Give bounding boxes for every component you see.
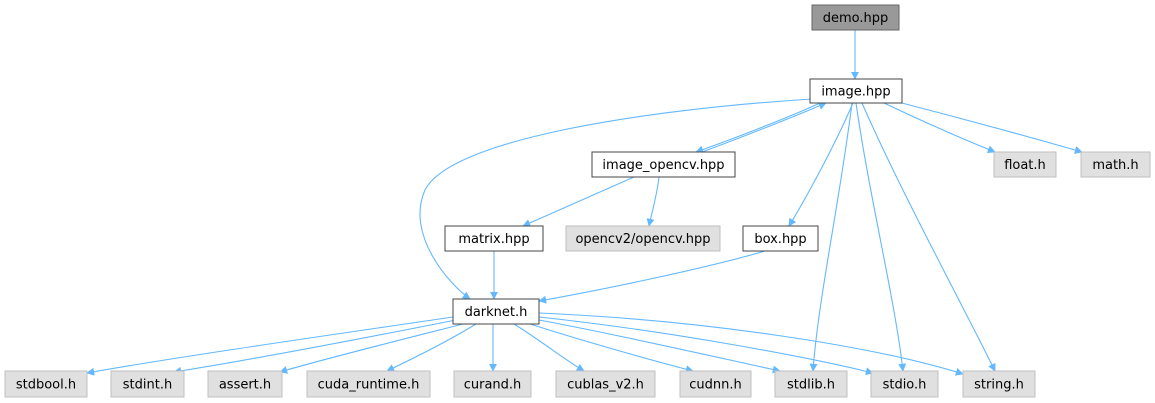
edge-image_opencv_hpp-to-image_hpp xyxy=(701,102,827,153)
edge-box_hpp-to-darknet_h xyxy=(538,250,766,304)
node-image-opencv-hpp[interactable]: image_opencv.hpp xyxy=(591,151,736,178)
edges-layer xyxy=(86,30,1083,376)
edge-image_hpp-to-stdlib_h xyxy=(809,102,853,372)
node-box xyxy=(4,370,88,398)
node-box xyxy=(870,370,939,398)
edge-darknet_h-to-stdbool_h xyxy=(86,316,454,376)
edge-image_hpp-to-darknet_h xyxy=(419,98,813,300)
node-label: cudnn.h xyxy=(689,378,742,393)
edge-image_hpp-to-math_h xyxy=(897,101,1083,154)
node-label: string.h xyxy=(974,378,1024,393)
node-stdio-h: stdio.h xyxy=(870,370,939,398)
node-curand-h: curand.h xyxy=(453,370,532,398)
edge-image_hpp-to-string_h xyxy=(861,102,996,372)
node-box xyxy=(555,370,656,398)
edge-darknet_h-to-stdint_h xyxy=(173,319,457,375)
node-box xyxy=(565,225,721,252)
edge-image_hpp-to-float_h xyxy=(883,102,996,154)
edge-image_hpp-to-image_opencv_hpp xyxy=(695,102,821,154)
edge-darknet_h-to-cuda_runtime_h xyxy=(386,323,477,372)
node-cudnn-h: cudnn.h xyxy=(679,370,752,398)
node-opencv2-opencv-hpp: opencv2/opencv.hpp xyxy=(565,225,721,252)
node-box xyxy=(993,151,1057,178)
node-label: image.hpp xyxy=(821,85,890,100)
edge-image_hpp-to-stdio_h xyxy=(855,102,907,372)
node-string-h: string.h xyxy=(962,370,1036,398)
node-stdbool-h: stdbool.h xyxy=(4,370,88,398)
node-box xyxy=(679,370,752,398)
node-box xyxy=(110,370,185,398)
node-stdlib-h: stdlib.h xyxy=(774,370,848,398)
node-label: math.h xyxy=(1092,158,1138,173)
node-label: stdint.h xyxy=(123,378,172,393)
edge-image_opencv_hpp-to-opencv2_opencv_hpp xyxy=(646,176,660,227)
node-math-h: math.h xyxy=(1080,151,1151,178)
node-box xyxy=(809,78,903,104)
node-box xyxy=(742,225,819,252)
node-box xyxy=(811,4,900,31)
edge-darknet_h-to-assert_h xyxy=(279,323,464,374)
node-label: stdio.h xyxy=(883,378,927,393)
node-assert-h: assert.h xyxy=(207,370,283,398)
edge-darknet_h-to-cublas_v2_h xyxy=(513,323,585,372)
node-stdint-h: stdint.h xyxy=(110,370,185,398)
node-label: opencv2/opencv.hpp xyxy=(575,232,710,247)
node-label: matrix.hpp xyxy=(458,232,529,247)
node-box xyxy=(207,370,283,398)
node-label: darknet.h xyxy=(465,305,528,320)
edge-darknet_h-to-cudnn_h xyxy=(529,323,694,374)
node-label: assert.h xyxy=(219,378,271,393)
edge-darknet_h-to-stdlib_h xyxy=(538,319,781,374)
node-box xyxy=(774,370,848,398)
node-label: box.hpp xyxy=(754,232,806,247)
node-box-hpp[interactable]: box.hpp xyxy=(742,225,819,252)
node-box xyxy=(962,370,1036,398)
node-box xyxy=(453,370,532,398)
edge-image_hpp-to-box_hpp xyxy=(788,102,854,227)
node-box xyxy=(1080,151,1151,178)
edge-darknet_h-to-string_h xyxy=(538,312,964,376)
node-box xyxy=(452,298,540,325)
node-label: float.h xyxy=(1004,158,1046,173)
nodes-layer: demo.hpp image.hpp image_opencv.hpp float.h… xyxy=(4,4,1151,398)
edge-darknet_h-to-stdio_h xyxy=(538,316,874,376)
node-box xyxy=(591,151,736,178)
node-label: stdbool.h xyxy=(16,378,76,393)
node-box xyxy=(306,370,431,398)
node-image-hpp[interactable]: image.hpp xyxy=(809,78,903,104)
node-darknet-h[interactable]: darknet.h xyxy=(452,298,540,325)
node-float-h: float.h xyxy=(993,151,1057,178)
node-label: image_opencv.hpp xyxy=(602,158,724,173)
node-box xyxy=(444,225,544,252)
node-label: curand.h xyxy=(464,378,522,393)
node-cuda-runtime-h: cuda_runtime.h xyxy=(306,370,431,398)
node-label: stdlib.h xyxy=(787,378,835,393)
node-demo-hpp[interactable]: demo.hpp xyxy=(811,4,900,31)
node-label: demo.hpp xyxy=(823,11,889,26)
node-cublas-v2-h: cublas_v2.h xyxy=(555,370,656,398)
edge-image_opencv_hpp-to-matrix_hpp xyxy=(522,176,635,227)
node-label: cuda_runtime.h xyxy=(318,378,420,393)
node-label: cublas_v2.h xyxy=(567,378,644,393)
node-matrix-hpp[interactable]: matrix.hpp xyxy=(444,225,544,252)
